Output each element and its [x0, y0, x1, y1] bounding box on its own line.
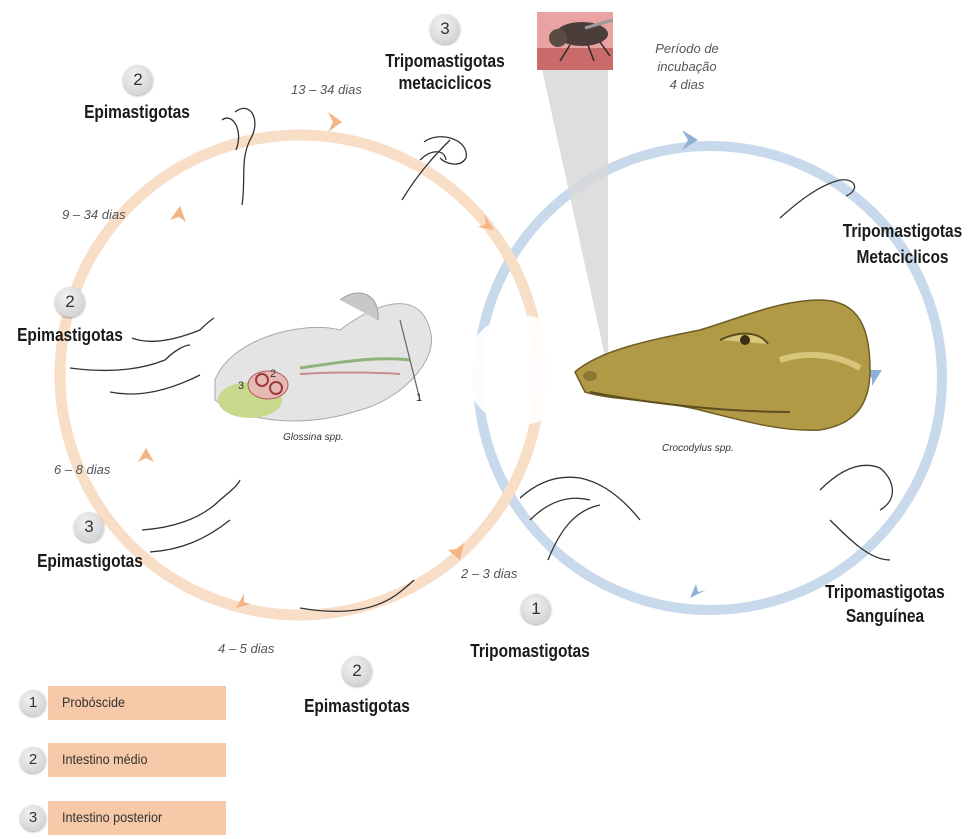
legend-label: Intestino posterior	[62, 809, 162, 825]
duration-9-34: 9 – 34 dias	[62, 207, 126, 222]
legend-num: 2	[20, 747, 46, 773]
badge-epi-lower-left: 3	[74, 512, 104, 542]
badge-epi-mid-left: 2	[55, 287, 85, 317]
label-epi-bottom: Epimastigotas	[301, 695, 413, 717]
label-trip-bottom: Tripomastigotas	[470, 640, 590, 662]
legend-num: 1	[20, 690, 46, 716]
duration-2-3: 2 – 3 dias	[461, 566, 517, 581]
tsetse-fly-photo	[537, 12, 613, 70]
label-epi-top-left: Epimastigotas	[81, 101, 193, 123]
badge-trip-bottom: 1	[521, 594, 551, 624]
overlap-disk	[465, 315, 575, 425]
caption-host: Crocodylus spp.	[662, 443, 734, 454]
anatomy-num-2: 2	[270, 368, 276, 380]
legend-num: 3	[20, 805, 46, 831]
label-epi-lower-left: Epimastigotas	[34, 550, 146, 572]
label-epi-mid-left: Epimastigotas	[14, 324, 126, 346]
badge-epi-top-left: 2	[123, 65, 153, 95]
fly-anatomy-sketch	[215, 293, 432, 421]
legend-label: Intestino médio	[62, 751, 147, 767]
legend-label: Probóscide	[62, 694, 125, 710]
crocodile-head	[575, 300, 870, 430]
caption-vector: Glossina spp.	[283, 432, 344, 443]
duration-13-34: 13 – 34 dias	[291, 82, 362, 97]
label-trip-sanguinea: Tripomastigotas Sanguínea	[821, 580, 950, 628]
anatomy-num-1: 1	[416, 392, 422, 404]
badge-epi-bottom: 2	[342, 656, 372, 686]
badge-trip-metaciclicos-top: 3	[430, 14, 460, 44]
anatomy-num-3: 3	[238, 380, 244, 392]
label-trip-metaciclicos-right: Tripomastigotas Metaciclicos	[840, 218, 965, 270]
duration-4-5: 4 – 5 dias	[218, 641, 274, 656]
label-trip-metaciclicos-top: Tripomastigotas metaciclicos	[381, 50, 510, 94]
duration-6-8: 6 – 8 dias	[54, 462, 110, 477]
incubation-period: Período de incubação 4 dias	[637, 40, 737, 94]
